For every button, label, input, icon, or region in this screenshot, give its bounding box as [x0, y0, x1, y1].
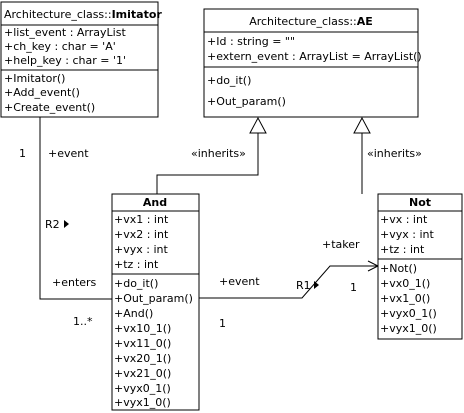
operation: +vyx0_1(): [380, 307, 437, 320]
operation: +And(): [114, 307, 153, 320]
generalization-triangle-and: [249, 116, 267, 134]
class-name: Architecture_class::Imitator: [4, 8, 162, 21]
class-ae[interactable]: Architecture_class::AE +Id : string = ""…: [203, 8, 422, 118]
association-and-not: [199, 265, 378, 299]
class-and[interactable]: And +vx1 : int +vx2 : int +vyx : int +tz…: [111, 193, 200, 411]
class-name: And: [143, 196, 167, 209]
generalization-and-ae: [156, 133, 259, 194]
attribute: +extern_event : ArrayList = ArrayList(): [207, 50, 422, 63]
relationship-labels: 1 +event «inherits» «inherits» R2 +enter…: [19, 147, 422, 330]
multiplicity-one-to-many: 1..*: [73, 315, 93, 328]
attribute: +tz : int: [380, 243, 425, 256]
operation: +vx21_0(): [114, 367, 171, 380]
operation: +vyx1_0(): [380, 322, 437, 335]
operation: +Imitator(): [4, 72, 65, 85]
stereotype-inherits-and: «inherits»: [191, 147, 246, 160]
operation: +Out_param(): [114, 292, 193, 305]
attribute: +vx2 : int: [114, 228, 169, 241]
direction-arrow-icon: [314, 281, 319, 289]
multiplicity-and: 1: [219, 317, 226, 330]
relationship-name-r2: R2: [45, 218, 60, 231]
class-name: Not: [409, 196, 431, 209]
attribute: +ch_key : char = 'A': [4, 40, 116, 53]
multiplicity-imitator: 1: [19, 147, 26, 160]
operation: +vyx0_1(): [114, 382, 171, 395]
operation: +vyx1_0(): [114, 396, 171, 409]
operation: +Add_event(): [4, 86, 80, 99]
attribute: +vx1 : int: [114, 213, 169, 226]
operation: +Out_param(): [207, 95, 286, 108]
operation: +vx11_0(): [114, 337, 171, 350]
role-taker: +taker: [322, 238, 360, 251]
stereotype-inherits-not: «inherits»: [367, 147, 422, 160]
relationship-name-r1: R1: [296, 279, 311, 292]
attribute: +Id : string = "": [207, 35, 295, 48]
operation: +Create_event(): [4, 101, 95, 114]
class-not[interactable]: Not +vx : int +vyx : int +tz : int +Not(…: [377, 193, 463, 340]
operation: +vx10_1(): [114, 322, 171, 335]
direction-arrow-icon: [64, 220, 69, 228]
role-event-imitator: +event: [48, 147, 89, 160]
role-event-and: +event: [219, 275, 260, 288]
generalization-triangle-not: [353, 116, 371, 134]
association-imitator-and: [39, 117, 112, 300]
role-enters: +enters: [52, 276, 97, 289]
operation: +do_it(): [114, 277, 158, 290]
operation: +Not(): [380, 262, 417, 275]
operation: +do_it(): [207, 74, 251, 87]
class-imitator[interactable]: Architecture_class::Imitator +list_event…: [0, 1, 162, 118]
attribute: +list_event : ArrayList: [4, 26, 126, 39]
attribute: +vyx : int: [380, 228, 434, 241]
attribute: +help_key : char = '1': [4, 54, 126, 67]
multiplicity-not: 1: [350, 281, 357, 294]
attribute: +tz : int: [114, 258, 159, 271]
attribute: +vyx : int: [114, 243, 168, 256]
connectors: [39, 116, 380, 300]
operation: +vx0_1(): [380, 277, 430, 290]
operation: +vx1_0(): [380, 292, 430, 305]
class-name: Architecture_class::AE: [249, 15, 373, 28]
operation: +vx20_1(): [114, 352, 171, 365]
attribute: +vx : int: [380, 213, 428, 226]
